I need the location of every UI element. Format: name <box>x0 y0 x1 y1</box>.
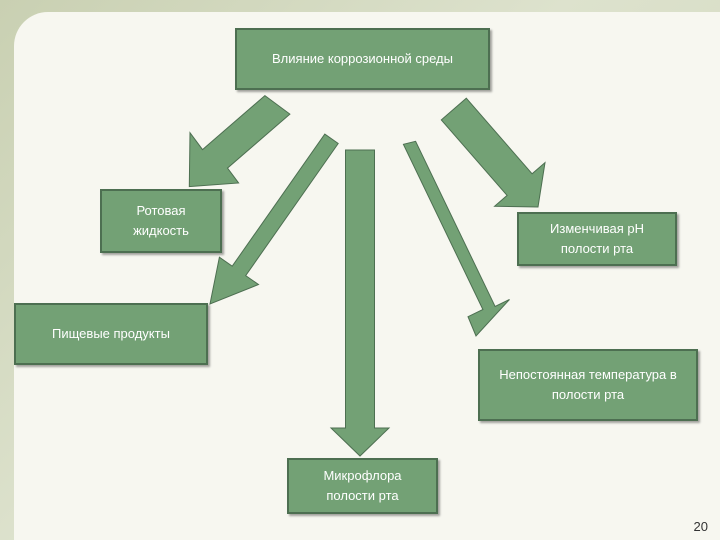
arrow-to-variable-temperature <box>402 140 510 337</box>
factor-node-variable-ph: Изменчивая рН полости рта <box>517 212 677 266</box>
page-number: 20 <box>693 519 708 534</box>
arrow-to-microflora <box>329 149 391 457</box>
factor-node-microflora: Микрофлора полости рта <box>287 458 438 514</box>
arrow-to-oral-fluid <box>188 94 291 188</box>
root-node: Влияние коррозионной среды <box>235 28 490 90</box>
factor-node-oral-fluid: Ротовая жидкость <box>100 189 222 253</box>
factor-node-food-products: Пищевые продукты <box>14 303 208 365</box>
arrow-to-food-products <box>209 133 339 305</box>
arrow-to-variable-ph <box>440 97 546 208</box>
factor-node-variable-temperature: Непостоянная температура в полости рта <box>478 349 698 421</box>
